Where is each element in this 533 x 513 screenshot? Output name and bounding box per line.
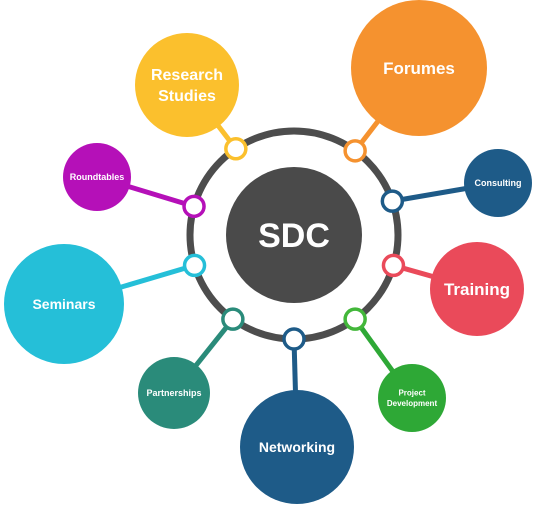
- node-training: Training: [430, 242, 524, 336]
- node-seminars: Seminars: [4, 244, 124, 364]
- node-label-consulting: Consulting: [475, 178, 522, 188]
- ring-dot-project-development: [343, 307, 367, 331]
- node-circle-networking: [240, 390, 354, 504]
- ring-dot-forumes: [343, 139, 367, 163]
- node-forumes: Forumes: [351, 0, 487, 136]
- node-partnerships: Partnerships: [138, 357, 210, 429]
- node-circle-partnerships: [138, 357, 210, 429]
- node-circle-consulting: [464, 149, 532, 217]
- node-label-forumes: Forumes: [383, 59, 455, 78]
- ring-dot-seminars: [182, 253, 207, 278]
- node-circle-training: [430, 242, 524, 336]
- ring-dot-roundtables: [182, 194, 206, 219]
- node-circle-project-development: [378, 364, 446, 432]
- node-label-research-studies: Studies: [158, 88, 216, 105]
- node-label-research-studies: Research: [151, 67, 223, 84]
- ring-dot-training: [381, 253, 406, 278]
- node-networking: Networking: [240, 390, 354, 504]
- ring-dots: [182, 137, 406, 351]
- center-label: SDC: [258, 217, 330, 255]
- node-circle-roundtables: [63, 143, 131, 211]
- node-consulting: Consulting: [464, 149, 532, 217]
- ring-dot-research-studies: [224, 137, 248, 161]
- node-label-partnerships: Partnerships: [146, 388, 201, 398]
- node-label-training: Training: [444, 280, 510, 299]
- node-circle-research-studies: [135, 33, 239, 137]
- node-label-seminars: Seminars: [32, 296, 95, 312]
- node-circle-forumes: [351, 0, 487, 136]
- node-label-networking: Networking: [259, 439, 335, 455]
- node-circle-seminars: [4, 244, 124, 364]
- ring-dot-partnerships: [221, 307, 245, 331]
- node-label-project-development: Project: [398, 389, 425, 398]
- ring-dot-networking: [282, 327, 306, 351]
- ring-dot-consulting: [380, 189, 405, 213]
- node-roundtables: Roundtables: [63, 143, 131, 211]
- center-circle: [226, 167, 362, 303]
- node-label-project-development: Development: [387, 399, 438, 408]
- node-label-roundtables: Roundtables: [70, 172, 125, 182]
